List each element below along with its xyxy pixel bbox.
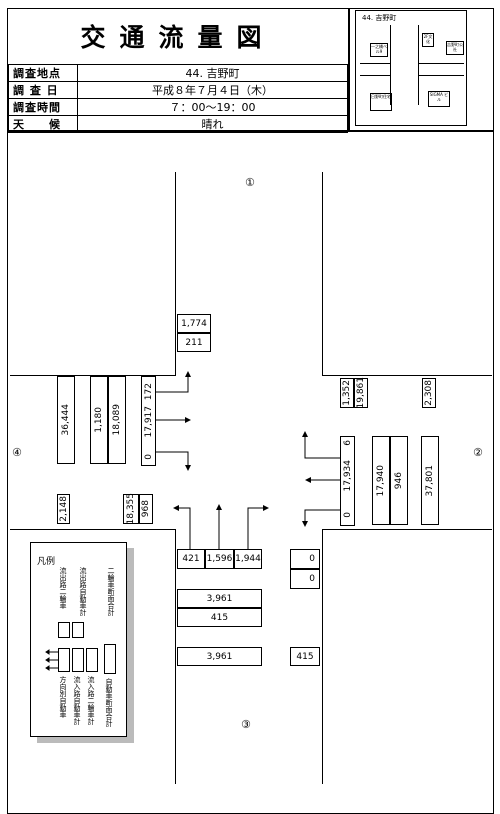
south-left-turn-arrow <box>173 505 191 549</box>
south-outflow-two-wheel: 0 <box>290 569 320 589</box>
legend-sample <box>104 644 116 674</box>
west-outflow-two-wheel-2: 2,148 <box>57 494 70 524</box>
road-edge-south-west <box>175 529 176 784</box>
south-turn-straight: 1,596 <box>205 549 234 569</box>
legend-box <box>30 542 127 737</box>
road-edge-north-east <box>322 172 323 375</box>
info-row-date: 調 査 日平成８年７月４日（木） <box>8 81 348 99</box>
west-inflow-auto: 18,355 <box>123 493 139 525</box>
south-turn-right: 1,944 <box>234 549 262 569</box>
east-two-wheel-section: 2,308 <box>422 378 436 408</box>
east-turn-column <box>340 436 355 526</box>
road-edge-south-east <box>322 529 323 784</box>
mini-building: SIGMA ビル <box>428 91 450 107</box>
mini-building: 日野町住宅 <box>370 93 392 111</box>
south-section-two-wheel-total: 415 <box>177 608 262 627</box>
info-label: 調査時間 <box>8 98 78 116</box>
approach-label-west: ④ <box>12 446 22 459</box>
road-edge-east-top <box>322 375 492 376</box>
road-edge-west-bottom <box>10 529 176 530</box>
mini-road-line <box>360 75 390 76</box>
mini-map-title: 44. 吉野町 <box>362 14 397 22</box>
road-edge-east-bottom <box>322 529 492 530</box>
legend-item: 自動車断面合計 <box>105 678 113 727</box>
mini-building: 一之橋ベル9 <box>370 43 388 57</box>
legend-title: 凡例 <box>37 557 56 567</box>
legend-item: 流出路二輪車 <box>59 567 67 609</box>
info-label: 天 候 <box>8 115 78 133</box>
info-value: 平成８年７月４日（木） <box>77 81 348 99</box>
mini-road-line <box>418 75 464 76</box>
mini-building: 吉野町公社 <box>446 41 464 55</box>
approach-label-north: ① <box>245 176 255 189</box>
legend-sample <box>72 622 84 638</box>
legend-sample <box>72 648 84 672</box>
south-inflow-two-wheel: 415 <box>290 647 320 666</box>
legend-sample <box>58 622 70 638</box>
west-section-total: 36,444 <box>57 376 75 464</box>
west-outflow-auto: 18,089 <box>108 376 126 464</box>
mini-road-line <box>360 63 390 64</box>
south-outflow-auto: 0 <box>290 549 320 569</box>
road-edge-west-top <box>10 375 176 376</box>
mini-road-line <box>418 25 419 105</box>
mini-building: 2F文化 <box>422 33 434 47</box>
east-right-turn-arrow <box>302 431 340 459</box>
north-inflow-two-wheel: 211 <box>177 333 211 352</box>
header-divider-vertical <box>348 8 350 131</box>
legend-arrow <box>45 665 58 671</box>
legend-item: 流入路二輪車計 <box>87 676 95 725</box>
mini-road-line <box>418 63 464 64</box>
legend-item: 流出路自動車計 <box>79 567 87 616</box>
legend-sample <box>58 648 70 672</box>
east-outflow-auto: 19,861 <box>354 377 368 409</box>
west-inflow-two-wheel: 968 <box>139 494 153 524</box>
east-outflow-two-wheel: 1,352 <box>340 378 354 408</box>
legend-sample <box>86 648 98 672</box>
page-title: 交通流量図 <box>80 23 276 52</box>
east-section-total: 37,801 <box>421 436 439 525</box>
west-right-turn-arrow <box>156 451 191 471</box>
approach-label-east: ② <box>473 446 483 459</box>
info-row-weather: 天 候晴れ <box>8 115 348 133</box>
legend-item: 流入路自動車計 <box>73 676 81 725</box>
west-outflow-two-wheel: 1,180 <box>90 376 108 464</box>
mini-road-line <box>390 25 391 105</box>
west-turn-column <box>141 376 156 466</box>
east-left-turn-arrow <box>302 509 340 527</box>
west-left-turn-arrow <box>156 371 191 393</box>
south-section-auto-total: 3,961 <box>177 589 262 608</box>
info-value: 晴れ <box>77 115 348 133</box>
header-divider <box>7 130 494 132</box>
road-edge-north-west <box>175 172 176 375</box>
legend-arrow <box>45 649 58 655</box>
legend-item: 方向別自動車 <box>59 676 67 718</box>
east-inflow-two-wheel: 946 <box>390 436 408 525</box>
south-inflow-auto: 3,961 <box>177 647 262 666</box>
east-inflow-auto: 17,940 <box>372 436 390 525</box>
legend-arrow <box>45 657 58 663</box>
approach-label-south: ③ <box>241 718 251 731</box>
south-right-turn-arrow <box>247 505 269 549</box>
location-mini-map: 44. 吉野町 一之橋ベル9 吉野町公社 日野町住宅 SIGMA ビル 2F文化 <box>355 10 467 126</box>
north-inflow-total: 1,774 <box>177 314 211 333</box>
south-turn-left: 421 <box>177 549 205 569</box>
legend-item: 二輪車断面合計 <box>107 567 115 616</box>
